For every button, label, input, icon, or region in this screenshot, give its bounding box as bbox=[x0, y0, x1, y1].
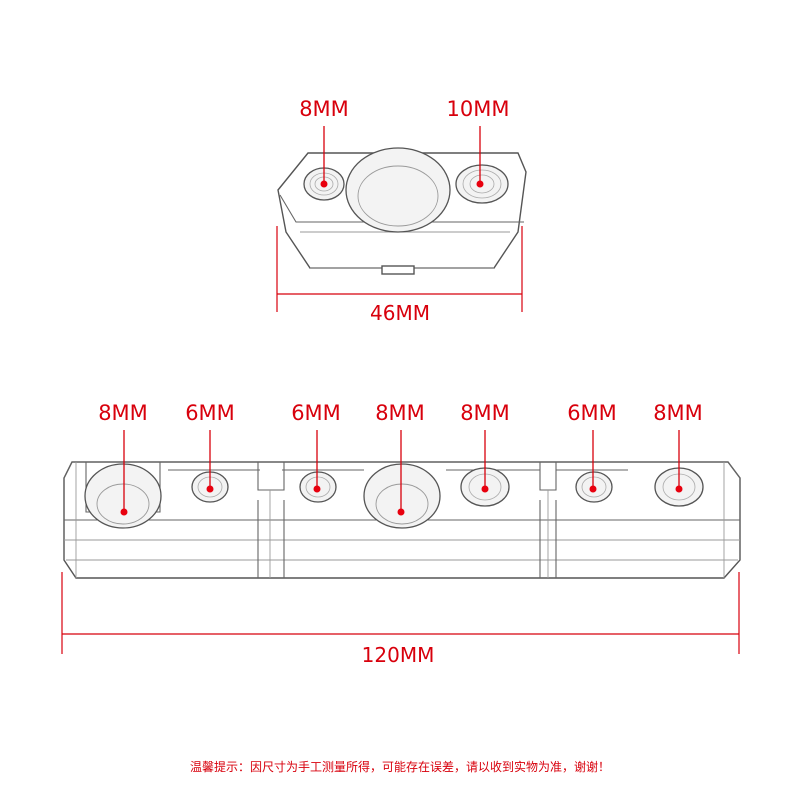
top-left-hole-label: 8MM bbox=[299, 97, 349, 121]
footer-note: 温馨提示：因尺寸为手工测量所得，可能存在误差，请以收到实物为准，谢谢！ bbox=[190, 759, 610, 774]
top-left-marker-dot bbox=[320, 180, 328, 188]
top-bracket-bevel bbox=[279, 194, 524, 223]
bottom-marker-dot-6 bbox=[589, 485, 597, 493]
bottom-marker-dot-1 bbox=[120, 508, 128, 516]
bottom-hole-label-1: 8MM bbox=[98, 401, 148, 425]
top-width-dimension bbox=[276, 226, 523, 312]
bottom-hole-label-5: 8MM bbox=[460, 401, 510, 425]
bottom-marker-dot-2 bbox=[206, 485, 214, 493]
bottom-marker-dot-3 bbox=[313, 485, 321, 493]
bottom-length-label: 120MM bbox=[362, 643, 435, 667]
bottom-hole-1 bbox=[84, 463, 162, 529]
bottom-hole-label-3: 6MM bbox=[291, 401, 341, 425]
top-bottom-tab bbox=[381, 265, 415, 275]
bottom-length-dimension bbox=[61, 572, 740, 654]
top-width-label: 46MM bbox=[370, 301, 430, 325]
bottom-hole-label-6: 6MM bbox=[567, 401, 617, 425]
bottom-hole-label-4: 8MM bbox=[375, 401, 425, 425]
top-right-hole-label: 10MM bbox=[447, 97, 510, 121]
bottom-marker-dot-7 bbox=[675, 485, 683, 493]
bottom-hole-label-7: 8MM bbox=[653, 401, 703, 425]
bottom-hole-4 bbox=[363, 463, 441, 529]
top-right-marker-dot bbox=[476, 180, 484, 188]
top-center-boss bbox=[345, 147, 451, 233]
bottom-marker-dot-4 bbox=[397, 508, 405, 516]
bottom-hole-label-2: 6MM bbox=[185, 401, 235, 425]
top-bracket bbox=[277, 147, 527, 275]
bottom-marker-dot-5 bbox=[481, 485, 489, 493]
